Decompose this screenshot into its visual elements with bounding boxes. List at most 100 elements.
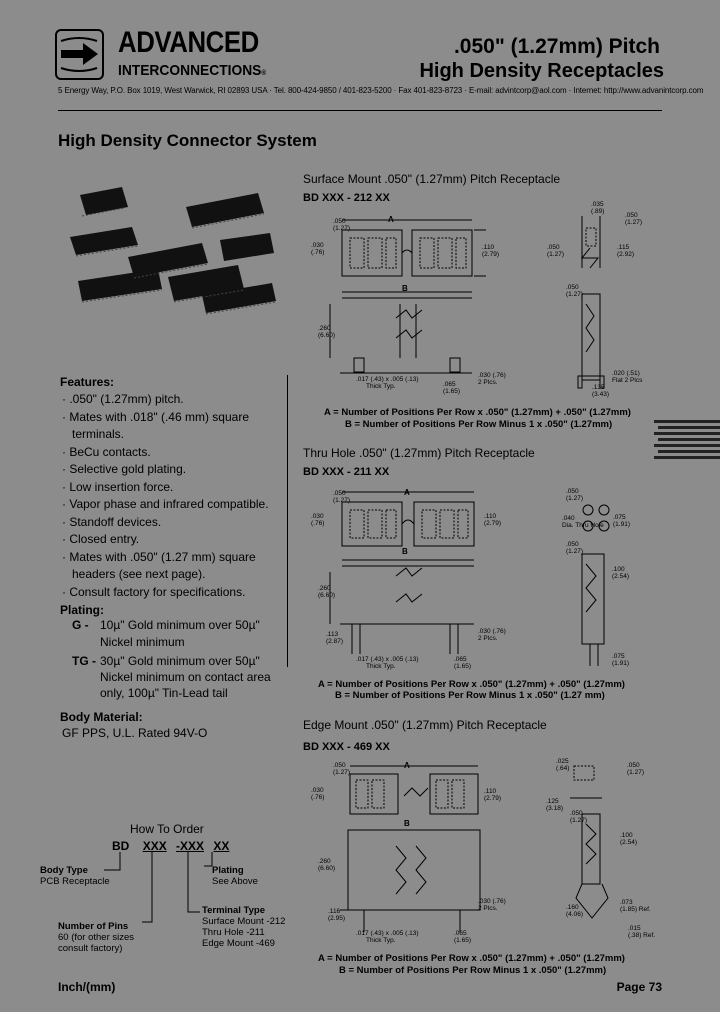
dim-text: .110(2.79) — [484, 513, 501, 527]
connector-product-photo — [70, 187, 277, 315]
list-item: · Selective gold plating. — [62, 462, 187, 476]
plating-g-line1: 10µ" Gold minimum over 50µ" — [100, 618, 260, 632]
list-item: terminals. — [72, 427, 125, 441]
dim-label-a: A — [388, 215, 394, 224]
dim-text: .050(1.27) — [333, 762, 350, 776]
order-code-terminal: -XXX — [176, 839, 205, 853]
list-item: · Vapor phase and infrared compatible. — [62, 497, 269, 511]
dim-text: .125(3.18) — [546, 798, 563, 812]
arrow-logo-icon — [60, 37, 98, 72]
order-body-type: Body Type PCB Receptacle — [40, 865, 110, 887]
edge-mount-heading: Edge Mount .050" (1.27mm) Pitch Receptac… — [303, 718, 547, 732]
plating-code-tg: TG - — [72, 654, 96, 668]
dim-text: .100(2.54) — [620, 832, 637, 846]
list-item: · Mates with .018" (.46 mm) square — [62, 409, 249, 424]
list-item: · Low insertion force. — [62, 479, 174, 494]
plating-tg-line2: Nickel minimum on contact area — [100, 670, 271, 684]
dim-text: .050(1.27) — [566, 284, 583, 298]
page-title-line1: .050" (1.27mm) Pitch — [453, 35, 660, 58]
dim-text: .073(1.85) Ref. — [620, 899, 651, 913]
dim-text: .030 (.76)2 Plcs. — [478, 628, 506, 642]
dim-text: .260(6.60) — [318, 585, 335, 599]
dim-text: .035(.89) — [591, 201, 605, 215]
dim-text: .135(3.43) — [592, 384, 609, 398]
dim-label-a: A — [404, 488, 410, 497]
dim-text: .260(6.60) — [318, 325, 335, 339]
how-to-order-title: How To Order — [130, 822, 204, 836]
order-code: BD XXX -XXX XX — [112, 839, 229, 853]
list-item: · .050" (1.27mm) pitch. — [62, 392, 184, 406]
dim-text: .030(.76) — [311, 242, 325, 256]
dim-text: .050(1.27) — [570, 810, 587, 824]
dim-text: .113(2.87) — [326, 631, 343, 645]
surface-note-a: A = Number of Positions Per Row x .050" … — [324, 407, 631, 418]
dim-text: .065(1.65) — [443, 381, 460, 395]
dim-text: .017 (.43) x .005 (.13)Thick Typ. — [356, 930, 419, 944]
surface-note-b: B = Number of Positions Per Row Minus 1 … — [345, 419, 613, 430]
dim-text: .015(.38) Ref. — [628, 925, 656, 939]
surface-mount-heading: Surface Mount .050" (1.27mm) Pitch Recep… — [303, 172, 561, 186]
plating-title: Plating: — [60, 603, 104, 617]
body-material-title: Body Material: — [60, 710, 143, 724]
dim-label-b: B — [404, 819, 410, 828]
dim-text: .020 (.51)Flat 2 Plcs — [612, 370, 643, 384]
dim-text: .260(6.60) — [318, 858, 335, 872]
list-item: · BeCu contacts. — [62, 444, 151, 459]
plating-tg-line1: 30µ" Gold minimum over 50µ" — [100, 654, 260, 668]
dim-text: .030(.76) — [311, 513, 325, 527]
dim-text: .065(1.65) — [454, 930, 471, 944]
order-terminal-type: Terminal Type Surface Mount -212 Thru Ho… — [202, 905, 286, 949]
dim-text: .110(2.79) — [484, 788, 501, 802]
dim-text: .050(1.27) — [333, 218, 350, 232]
plating-g-line2: Nickel minimum — [100, 635, 185, 649]
dim-text: .050(1.27) — [566, 488, 583, 502]
section-title: High Density Connector System — [58, 131, 317, 150]
thru-note-a: A = Number of Positions Per Row x .050" … — [318, 679, 625, 690]
edge-note-b: B = Number of Positions Per Row Minus 1 … — [339, 965, 607, 976]
edge-mount-drawing: A B — [340, 761, 609, 932]
dim-text: .030 (.76)2 Plcs. — [478, 372, 506, 386]
thru-hole-drawing: A B — [329, 488, 610, 666]
order-code-plating: XX — [213, 839, 230, 853]
thru-hole-heading: Thru Hole .050" (1.27mm) Pitch Receptacl… — [303, 446, 535, 460]
page-title-line2: High Density Receptacles — [419, 60, 664, 82]
dim-text: .100(2.54) — [612, 566, 629, 580]
thru-note-b: B = Number of Positions Per Row Minus 1 … — [335, 690, 605, 701]
surface-mount-part-number: BD XXX - 212 XX — [303, 192, 390, 204]
features-list: · .050" (1.27mm) pitch. · Mates with .01… — [62, 391, 282, 601]
order-plating: Plating See Above — [212, 865, 258, 887]
dim-text: .050(1.27) — [333, 490, 350, 504]
brand-name: ADVANCED — [118, 26, 259, 59]
plating-code-g: G - — [72, 618, 89, 632]
dim-text: .050(1.27) — [566, 541, 583, 555]
units-label: Inch/(mm) — [58, 980, 116, 994]
dim-text: .017 (.43) x .005 (.13)Thick Typ. — [356, 656, 419, 670]
dim-text: .050(1.27) — [625, 212, 642, 226]
thru-hole-part-number: BD XXX - 211 XX — [303, 466, 390, 478]
list-item: · Closed entry. — [62, 532, 140, 546]
surface-mount-drawing: A B — [329, 215, 605, 389]
dim-text: .025(.64) — [556, 758, 570, 772]
dim-text: .115(2.92) — [617, 244, 634, 258]
dim-text: .065(1.65) — [454, 656, 471, 670]
dim-text: .030(.76) — [311, 787, 325, 801]
list-item: · Standoff devices. — [62, 514, 162, 529]
list-item: headers (see next page). — [72, 567, 206, 581]
contact-info: 5 Energy Way, P.O. Box 1019, West Warwic… — [58, 86, 704, 95]
section-tab-marker — [654, 420, 720, 459]
dim-text: .050(1.27) — [627, 762, 644, 776]
edge-note-a: A = Number of Positions Per Row x .050" … — [318, 953, 625, 964]
order-code-bd: BD — [112, 839, 130, 853]
dim-text: .050(1.27) — [547, 244, 564, 258]
list-item: · Mates with .050" (1.27 mm) square — [62, 549, 256, 564]
order-leader-lines — [104, 852, 213, 923]
dim-text: .116(2.95) — [328, 908, 345, 922]
dim-text: .075(1.91) — [612, 653, 629, 667]
header-divider — [58, 110, 662, 111]
features-title: Features: — [60, 375, 115, 389]
order-code-pins: XXX — [142, 839, 167, 853]
dim-text: .030 (.76)2 Plcs. — [478, 898, 506, 912]
company-logo — [55, 29, 104, 80]
dim-text: .160(4.06) — [566, 904, 583, 918]
